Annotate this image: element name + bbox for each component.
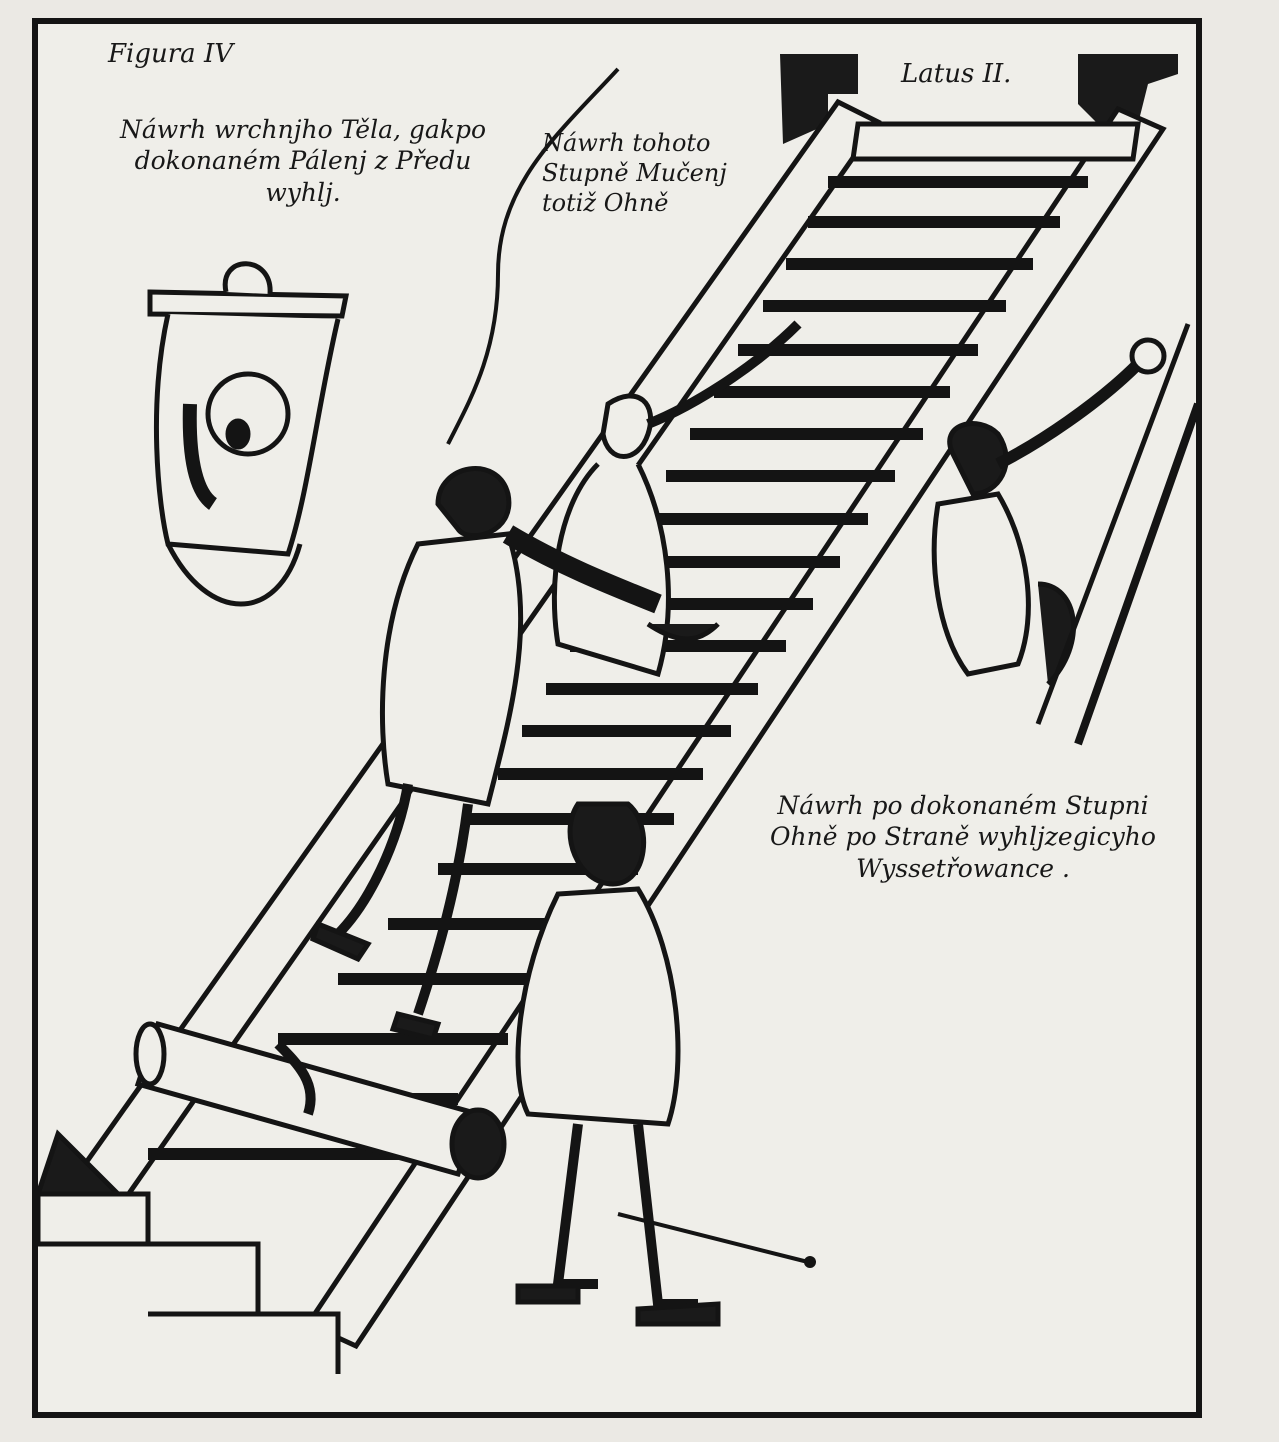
whip	[446, 67, 620, 445]
ground-pole-end	[804, 1256, 816, 1268]
ladder-rungs	[148, 176, 1088, 1160]
side-label: Latus II.	[901, 59, 1012, 89]
figure-right	[931, 323, 1196, 746]
figure-label: Figura IV	[108, 39, 233, 69]
caption-upper-center: Náwrh tohoto Stupně Mučenj totiž Ohně	[542, 129, 727, 217]
wall-blocks	[780, 54, 1178, 144]
floor-steps	[38, 1129, 341, 1374]
ground-pole	[617, 1212, 809, 1264]
figure-torturer	[309, 466, 662, 1042]
figure-attendant	[515, 801, 721, 1327]
engraving-frame: Figura IV Latus II. Náwrh wrchnjho Těla,…	[32, 18, 1202, 1418]
figure-upper-left	[147, 261, 350, 607]
caption-upper-left: Náwrh wrchnjho Těla, gakpo dokonaném Pál…	[119, 115, 486, 207]
windlass-roller	[133, 1020, 507, 1181]
figure-victim	[551, 320, 802, 678]
caption-lower-right: Náwrh po dokonaném Stupni Ohně po Straně…	[770, 791, 1156, 883]
engraving-illustration	[38, 54, 1196, 1374]
